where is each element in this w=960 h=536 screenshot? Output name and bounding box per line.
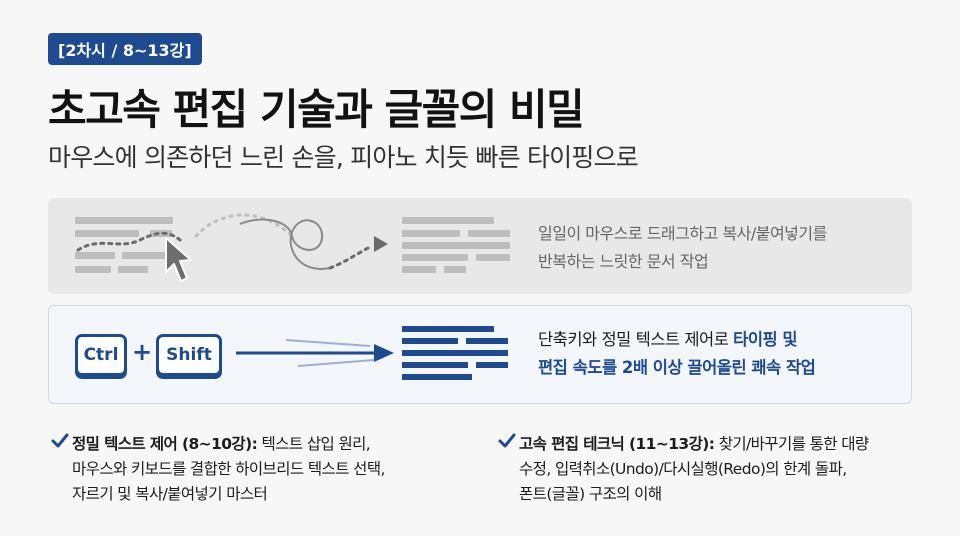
slow-workflow-description: 일일이 마우스로 드래그하고 복사/붙여넣기를 반복하는 느릿한 문서 작업 [538, 224, 827, 271]
fast-workflow-description: 단축키와 정밀 텍스트 제어로 타이핑 및 편집 속도를 2배 이상 끌어올린 … [538, 330, 816, 377]
plus-sign: + [132, 338, 153, 366]
checkmark-icon [51, 433, 69, 448]
ctrl-key-icon: Ctrl [75, 334, 127, 376]
checkmark-icon [498, 433, 516, 448]
shift-key-icon: Shift [156, 334, 222, 376]
page-title: 초고속 편집 기술과 글꼴의 비밀 [48, 85, 585, 134]
session-badge: [2차시 / 8~13강] [48, 33, 202, 65]
page-subtitle: 마우스에 의존하던 느린 손을, 피아노 치듯 빠른 타이핑으로 [48, 143, 639, 172]
list-item: 고속 편집 테크닉 (11~13강): 찾기/바꾸기를 통한 대량 수정, 입력… [497, 432, 917, 507]
list-item: 정밀 텍스트 제어 (8~10강): 텍스트 삽입 원리, 마우스와 키보드를 … [50, 432, 460, 507]
